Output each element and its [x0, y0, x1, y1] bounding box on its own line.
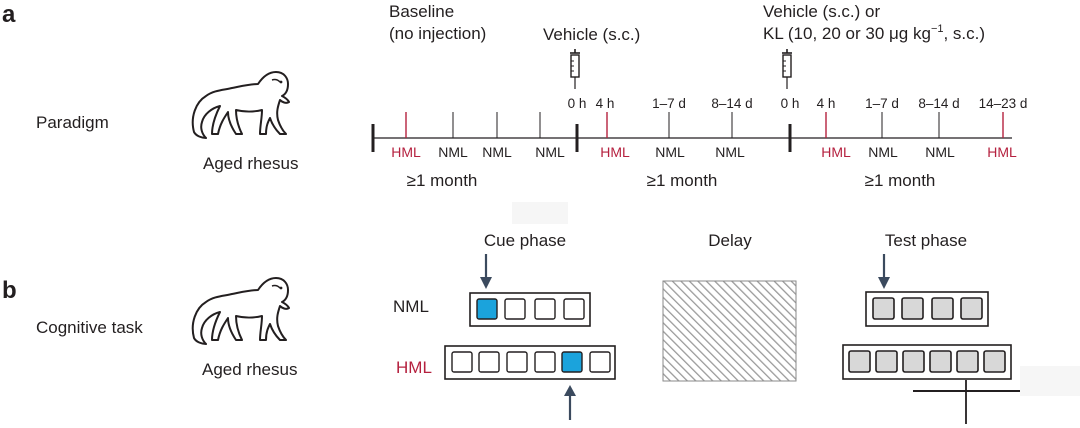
hml-test-square	[956, 350, 979, 373]
vehicle-title: Vehicle (s.c.)	[543, 25, 640, 44]
hml-cue-square	[589, 351, 611, 373]
time-kl-4: 14–23 d	[979, 96, 1028, 111]
duration-baseline: ≥1 month	[407, 171, 478, 190]
hml-cue-square	[478, 351, 500, 373]
delay-hatched-box	[662, 280, 797, 382]
test-kl-2: NML	[925, 144, 955, 160]
hml-cue-square	[451, 351, 473, 373]
test-kl-3: HML	[987, 144, 1017, 160]
nml-cue-square-target	[476, 298, 498, 320]
time-vehicle-3: 8–14 d	[711, 96, 752, 111]
nml-cue-square	[563, 298, 585, 320]
hml-test-square	[902, 350, 925, 373]
time-vehicle-1: 4 h	[596, 96, 615, 111]
test-baseline-3: NML	[535, 144, 565, 160]
nml-row-label: NML	[393, 297, 429, 316]
time-kl-0: 0 h	[781, 96, 800, 111]
kl-title-line1: Vehicle (s.c.) or	[763, 2, 880, 21]
kl-title-line2: KL (10, 20 or 30 μg kg−1, s.c.)	[763, 23, 985, 43]
time-vehicle-0: 0 h	[568, 96, 587, 111]
cue-arrow-down	[480, 254, 492, 289]
panel-a-letter: a	[2, 1, 16, 28]
test-vehicle-2: NML	[715, 144, 745, 160]
cue-phase-title: Cue phase	[484, 231, 566, 250]
baseline-title: Baseline	[389, 2, 454, 21]
test-baseline-1: NML	[438, 144, 468, 160]
panel-b-letter: b	[2, 277, 17, 304]
kl-title-superscript: −1	[931, 23, 944, 35]
hml-test-square	[875, 350, 898, 373]
time-kl-3: 8–14 d	[918, 96, 959, 111]
delay-title: Delay	[708, 231, 752, 250]
test-vehicle-1: NML	[655, 144, 685, 160]
hml-test-square	[983, 350, 1006, 373]
nml-cue-square	[504, 298, 526, 320]
nml-test-square	[901, 297, 924, 320]
time-kl-1: 4 h	[817, 96, 836, 111]
time-vehicle-2: 1–7 d	[652, 96, 686, 111]
paradigm-label: Paradigm	[36, 113, 109, 132]
kl-title-suffix: , s.c.)	[943, 24, 985, 43]
monkey-icon-a	[191, 71, 290, 139]
hml-test-square	[929, 350, 952, 373]
hml-test-square	[848, 350, 871, 373]
monkey-icon-b	[191, 277, 290, 345]
test-baseline-0: HML	[391, 144, 421, 160]
syringe-icon-kl	[781, 48, 793, 90]
nml-test-square	[931, 297, 954, 320]
hml-test-frame	[842, 344, 1012, 380]
aged-rhesus-label-a: Aged rhesus	[203, 154, 298, 173]
cue-arrow-up	[564, 385, 576, 420]
duration-vehicle: ≥1 month	[647, 171, 718, 190]
faint-smudge	[512, 202, 568, 224]
hml-row-label: HML	[396, 358, 432, 377]
hml-cue-square-target	[561, 351, 583, 373]
cognitive-task-label: Cognitive task	[36, 318, 143, 337]
test-vehicle-0: HML	[600, 144, 630, 160]
aged-rhesus-label-b: Aged rhesus	[202, 360, 297, 379]
kl-title-prefix: KL (10, 20 or 30 μg kg	[763, 24, 931, 43]
test-phase-title: Test phase	[885, 231, 967, 250]
nml-test-square	[960, 297, 983, 320]
test-kl-0: HML	[821, 144, 851, 160]
hml-cue-frame	[444, 345, 616, 380]
faint-overlay	[1020, 366, 1080, 396]
syringe-icon-vehicle	[569, 48, 581, 90]
hml-cue-square	[534, 351, 556, 373]
baseline-subtitle: (no injection)	[389, 24, 486, 43]
test-kl-1: NML	[868, 144, 898, 160]
test-baseline-2: NML	[482, 144, 512, 160]
test-arrow-down	[878, 254, 890, 289]
hml-cue-square	[506, 351, 528, 373]
nml-test-square	[872, 297, 895, 320]
time-kl-2: 1–7 d	[865, 96, 899, 111]
nml-cue-square	[534, 298, 556, 320]
duration-kl: ≥1 month	[865, 171, 936, 190]
